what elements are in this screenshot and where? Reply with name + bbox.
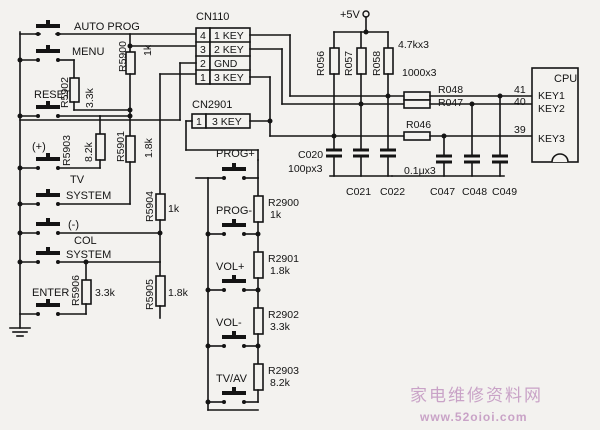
power-label: +5V: [340, 9, 361, 21]
cap-c049: C049: [492, 186, 517, 198]
label-minus: (-): [68, 219, 79, 231]
right-button-labels: PROG+ PROG- VOL+ VOL- TV/AV: [216, 148, 255, 385]
ref-r057: R057: [343, 51, 355, 76]
cap-c048: C048: [462, 186, 487, 198]
cap-c022: C022: [380, 186, 405, 198]
ref-r2902: R2902: [268, 309, 299, 321]
label-reset: RESET: [34, 89, 71, 101]
val-r5906: 3.3k: [95, 287, 116, 299]
label-col-system-1: COL: [74, 235, 97, 247]
pullup-network: +5V R056 R057 R058 4.7kx3: [315, 9, 429, 139]
watermark: 家电维修资料网 www.52oioi.com: [410, 386, 543, 424]
left-button-labels: AUTO PROG MENU RESET (+) TV SYSTEM (-) C…: [32, 21, 140, 299]
cpu-key1: KEY1: [538, 90, 565, 102]
ref-r5906: R5906: [70, 275, 82, 306]
val-r5901: 1.8k: [143, 137, 155, 158]
label-menu: MENU: [72, 46, 104, 58]
label-tv-av: TV/AV: [216, 373, 248, 385]
cn110-pin1-num: 1: [200, 72, 206, 84]
ref-r047: R047: [438, 97, 463, 109]
key-nets: [249, 34, 405, 137]
cn2901-pin1-num: 1: [196, 116, 202, 128]
cn2901-connector: CN2901 1 3 KEY: [185, 99, 259, 161]
ref-r5905: R5905: [144, 279, 156, 310]
pullup-value: 4.7kx3: [398, 39, 429, 51]
cpu-pin39: 39: [514, 124, 526, 136]
watermark-cn: 家电维修资料网: [410, 386, 543, 406]
label-vol-plus: VOL+: [216, 261, 244, 273]
cn110-pin1-name: 3 KEY: [214, 72, 244, 84]
ref-r2901: R2901: [268, 253, 299, 265]
bottom-capacitors: 0.1μx3 C047 C048 C049: [391, 95, 517, 198]
left-switches: [17, 20, 201, 316]
right-resistor-labels: R2900 1k R2901 1.8k R2902 3.3k R2903 8.2…: [268, 197, 299, 389]
cn110-pin2-num: 2: [200, 58, 206, 70]
ref-r5901: R5901: [115, 131, 127, 162]
series-value: 1000x3: [402, 67, 437, 79]
ref-r048: R048: [438, 84, 463, 96]
cpu-pin40: 40: [514, 96, 526, 108]
left-resistor-ladder: [69, 33, 197, 319]
ref-r5904: R5904: [144, 191, 156, 222]
cpu-pin41: 41: [514, 84, 526, 96]
ref-r5902: R5902: [59, 77, 71, 108]
val-r5900: 1k: [142, 44, 154, 56]
watermark-url: www.52oioi.com: [419, 410, 528, 424]
label-tv-system-1: TV: [70, 174, 85, 186]
cap-c047: C047: [430, 186, 455, 198]
cn110-pin2-name: GND: [214, 58, 238, 70]
left-resistor-labels: R5900 1k R5902 3.3k R5901 1.8k R5903 8.2…: [59, 41, 189, 310]
label-tv-system-2: SYSTEM: [66, 190, 111, 202]
label-vol-minus: VOL-: [216, 317, 242, 329]
cpu-name: CPU: [554, 73, 577, 85]
val-r5903: 8.2k: [83, 141, 95, 162]
cap-c021: C021: [346, 186, 371, 198]
right-switches: [195, 159, 259, 411]
label-prog-plus: PROG+: [216, 148, 255, 160]
label-auto-prog: AUTO PROG: [74, 21, 140, 33]
label-plus: (+): [32, 141, 46, 153]
series-resistors: 1000x3 R048 R047 R046: [402, 67, 533, 141]
val-r2902: 3.3k: [270, 321, 291, 333]
cn110-pin4-name: 1 KEY: [214, 30, 244, 42]
val-r5902: 3.3k: [84, 87, 96, 108]
ref-r046: R046: [406, 119, 431, 131]
cpu-key2: KEY2: [538, 103, 565, 115]
val-r5904: 1k: [168, 203, 180, 215]
ref-r2903: R2903: [268, 365, 299, 377]
val-r2900: 1k: [270, 209, 282, 221]
cn110-name: CN110: [196, 11, 229, 23]
ref-r058: R058: [371, 51, 383, 76]
val-r5905: 1.8k: [168, 287, 189, 299]
left-common-rail: [9, 31, 31, 337]
label-col-system-2: SYSTEM: [66, 249, 111, 261]
right-resistor-ladder: [253, 177, 264, 403]
cn110-pin3-name: 2 KEY: [214, 44, 244, 56]
cpu-key3: KEY3: [538, 133, 565, 145]
cn110-connector: CN110 4 1 KEY 3 2 KEY 2 GND 1 3 KEY: [19, 11, 251, 121]
cn2901-name: CN2901: [192, 99, 232, 111]
label-enter: ENTER: [32, 287, 69, 299]
ref-r2900: R2900: [268, 197, 299, 209]
ref-r056: R056: [315, 51, 327, 76]
val-r2901: 1.8k: [270, 265, 291, 277]
cap-bottom-value: 0.1μx3: [404, 165, 436, 177]
ref-r5900: R5900: [117, 41, 129, 72]
val-r2903: 8.2k: [270, 377, 291, 389]
cap-c020: C020: [298, 149, 323, 161]
cn110-pin3-num: 3: [200, 44, 206, 56]
ref-r5903: R5903: [61, 135, 73, 166]
label-prog-minus: PROG-: [216, 205, 252, 217]
cn2901-pin1-name: 3 KEY: [212, 116, 242, 128]
cn110-pin4-num: 4: [200, 30, 206, 42]
cap-top-value: 100px3: [288, 163, 323, 175]
top-capacitors: C020 100px3 C021 C022: [288, 95, 405, 198]
cpu-block: CPU KEY1 KEY2 KEY3 41 40 39: [514, 67, 579, 163]
